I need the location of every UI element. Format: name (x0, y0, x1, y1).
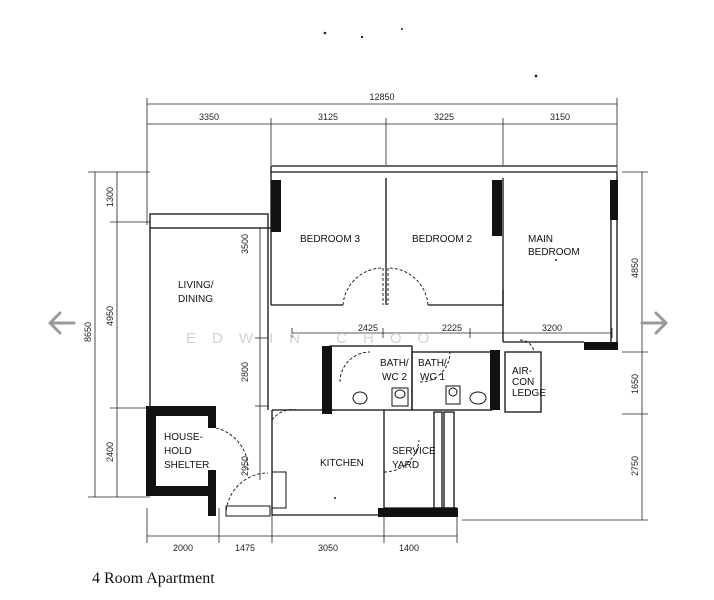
label-kitchen: KITCHEN (320, 458, 364, 469)
label-living-line2: DINING (178, 294, 213, 305)
dim-interior-v-1: 3500 (240, 234, 250, 254)
dim-top-4: 3150 (550, 112, 570, 122)
dim-top-2: 3125 (318, 112, 338, 122)
next-image-button[interactable] (636, 305, 672, 341)
bathroom-fixtures (225, 385, 487, 517)
label-shelter-line1: HOUSE- (164, 432, 203, 443)
thin-walls (149, 165, 618, 516)
dim-interior-h-3: 3200 (542, 323, 562, 333)
dim-left-3: 2400 (105, 442, 115, 462)
door-swings (215, 267, 535, 516)
dim-left-outer: 8650 (83, 322, 93, 342)
dim-bottom-3: 3050 (318, 543, 338, 553)
label-aircon-line3: LEDGE (512, 388, 546, 399)
label-living-line1: LIVING/ (178, 280, 214, 291)
label-shelter-line3: SHELTER (164, 460, 209, 471)
dim-bottom-2: 1475 (235, 543, 255, 553)
label-main-bedroom-line2: BEDROOM (528, 247, 580, 258)
dim-right-1: 4850 (630, 258, 640, 278)
arrow-right-icon (640, 311, 668, 335)
label-service-yard-line1: SERVICE (392, 446, 436, 457)
plan-caption: 4 Room Apartment (92, 570, 215, 587)
label-aircon-line1: AIR- (512, 366, 532, 377)
dim-top-3: 3225 (434, 112, 454, 122)
dim-interior-h-2: 2225 (442, 323, 462, 333)
dim-top-1: 3350 (199, 112, 219, 122)
label-bedroom-3: BEDROOM 3 (300, 234, 360, 245)
watermark-text: EDWIN CHOO (186, 330, 445, 347)
room-labels: BEDROOM 3 BEDROOM 2 MAIN BEDROOM LIVING/… (164, 234, 580, 471)
dim-left-1: 1300 (105, 187, 115, 207)
label-shelter-line2: HOLD (164, 446, 192, 457)
dim-interior-v-2: 2800 (240, 362, 250, 382)
dimension-lines (88, 98, 648, 543)
dim-bottom-4: 1400 (399, 543, 419, 553)
dim-overall-top: 12850 (369, 92, 394, 102)
dim-right-3: 2750 (630, 456, 640, 476)
label-main-bedroom-line1: MAIN (528, 234, 553, 245)
structural-walls (146, 180, 618, 517)
prev-image-button[interactable] (44, 305, 80, 341)
dim-interior-h-1: 2425 (358, 323, 378, 333)
label-bath1-line2: WC 1 (420, 372, 445, 383)
dim-right-2: 1650 (630, 374, 640, 394)
label-bath1-line1: BATH/ (418, 358, 447, 369)
label-aircon-line2: CON (512, 377, 534, 388)
arrow-left-icon (48, 311, 76, 335)
scan-specks (323, 28, 557, 499)
dimension-labels: 12850 3350 3125 3225 3150 8650 1300 4950… (83, 92, 640, 553)
label-bath2-line2: WC 2 (382, 372, 407, 383)
label-service-yard-line2: YARD (392, 460, 419, 471)
label-bath2-line1: BATH/ (380, 358, 409, 369)
dim-left-2: 4950 (105, 306, 115, 326)
dim-bottom-1: 2000 (173, 543, 193, 553)
dim-interior-v-3: 2950 (240, 456, 250, 476)
label-bedroom-2: BEDROOM 2 (412, 234, 472, 245)
